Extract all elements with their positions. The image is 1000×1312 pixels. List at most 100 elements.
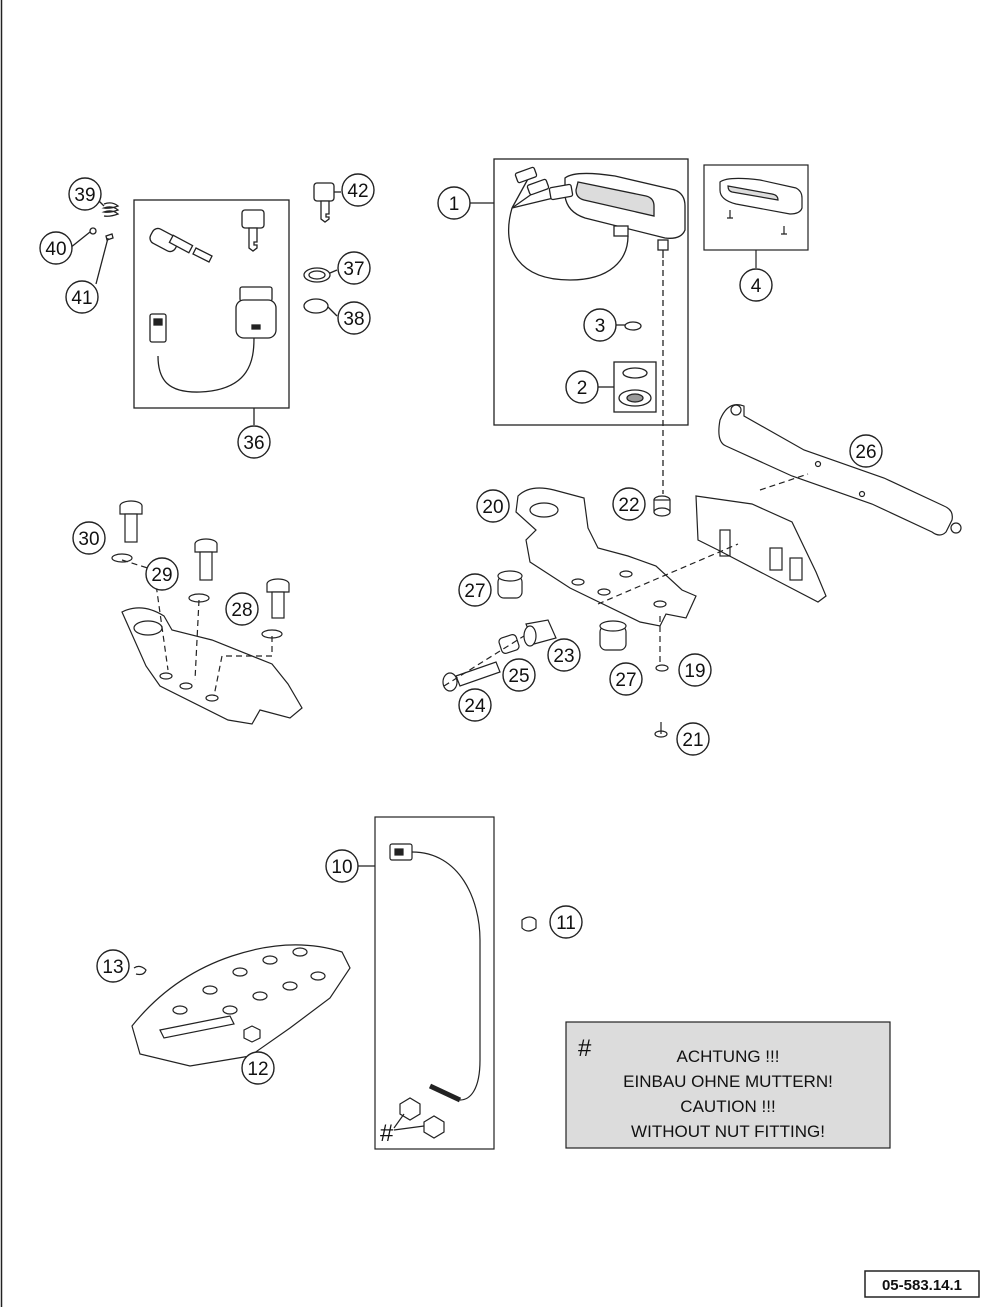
instrument-group: [470, 158, 689, 494]
callout-circle: [341, 173, 375, 207]
callout-c39: 39: [68, 177, 102, 211]
callout-label: 40: [45, 239, 66, 260]
callout-circle: [549, 905, 583, 939]
callout-c25: 25: [502, 658, 536, 692]
callout-label: 30: [78, 529, 99, 550]
bracket-plate-left: [121, 607, 303, 725]
ignition-switch: [149, 286, 277, 393]
clip-30: [111, 553, 133, 563]
callout-label: 27: [464, 581, 485, 602]
callout-c24: 24: [458, 688, 492, 722]
sensor-marker: #: [380, 1120, 394, 1147]
callout-label: 13: [102, 957, 123, 978]
callout-c11: 11: [549, 905, 583, 939]
bracket-26: [718, 404, 962, 536]
group-10-frame: [374, 816, 495, 1150]
callout-c19: 19: [678, 653, 712, 687]
callout-circle: [65, 280, 99, 314]
screw-21: [654, 722, 668, 738]
callout-c20: 20: [476, 489, 510, 523]
callout-label: 21: [682, 730, 703, 751]
group-1-frame: [493, 158, 689, 426]
callout-circle: [325, 849, 359, 883]
callout-c29: 29: [145, 557, 179, 591]
callout-circle: [72, 521, 106, 555]
callout-label: 11: [556, 913, 576, 934]
spring-39: [101, 202, 120, 217]
ring-37: [303, 267, 331, 283]
callout-label: 39: [74, 185, 95, 206]
callout-circle: [583, 308, 617, 342]
callout-c40: 40: [39, 231, 73, 265]
callout-c30: 30: [72, 521, 106, 555]
callout-label: 24: [464, 696, 486, 717]
callout-label: 42: [347, 181, 368, 202]
bolt-24: [442, 661, 501, 692]
clip-11: [521, 916, 537, 932]
callout-circle: [241, 1051, 275, 1085]
callout-label: 41: [71, 288, 92, 309]
speedometer: [564, 172, 686, 258]
key-42: [313, 182, 335, 223]
note-line-2: EINBAU OHNE MUTTERN!: [623, 1072, 833, 1091]
callout-c10: 10: [325, 849, 359, 883]
callout-label: 27: [615, 670, 636, 691]
buffer-27-left: [497, 570, 523, 599]
note-line-4: WITHOUT NUT FITTING!: [631, 1122, 825, 1141]
note-symbol: #: [578, 1035, 592, 1062]
callout-label: 38: [343, 309, 364, 330]
callout-circle: [337, 301, 371, 335]
callout-c42: 42: [341, 173, 375, 207]
connector-c: [548, 183, 574, 201]
buffer-27-right: [599, 620, 627, 651]
reference-box: 05-583.14.1: [864, 1270, 980, 1298]
lock-cylinder: [149, 227, 213, 263]
callout-layer: 1234101112131920212223242526272728293036…: [39, 173, 883, 1085]
bolt-30: [119, 500, 143, 543]
callout-circle: [502, 658, 536, 692]
callout-circle: [565, 370, 599, 404]
callout-c12: 12: [241, 1051, 275, 1085]
callout-label: 10: [331, 857, 352, 878]
callout-label: 23: [553, 646, 574, 667]
callout-label: 2: [577, 378, 588, 399]
bracket-bolts-group: [111, 500, 303, 725]
grommet-22: [653, 495, 671, 517]
callout-c28: 28: [225, 592, 259, 626]
callout-label: 36: [243, 433, 264, 454]
mount-group: [442, 404, 962, 738]
callout-label: 3: [595, 316, 606, 337]
callout-circle: [68, 177, 102, 211]
part-3: [624, 321, 642, 331]
speed-sensor: [389, 843, 481, 1103]
callout-label: 12: [247, 1059, 268, 1080]
callout-label: 1: [449, 194, 460, 215]
sensor-group: [131, 816, 537, 1150]
callout-c3: 3: [583, 308, 617, 342]
callout-c36: 36: [237, 425, 271, 459]
callout-c2: 2: [565, 370, 599, 404]
callout-circle: [337, 251, 371, 285]
callout-c22: 22: [612, 487, 646, 521]
callout-label: 28: [231, 600, 252, 621]
callout-circle: [437, 186, 471, 220]
callout-circle: [458, 688, 492, 722]
callout-label: 4: [751, 276, 762, 297]
callout-circle: [849, 434, 883, 468]
reference-number: 05-583.14.1: [882, 1277, 962, 1294]
callout-label: 22: [618, 495, 639, 516]
plate-behind: [695, 495, 827, 603]
washer-19: [655, 664, 669, 672]
callout-c1: 1: [437, 186, 471, 220]
callout-circle: [39, 231, 73, 265]
connector-b: [526, 178, 550, 196]
callout-c21: 21: [676, 722, 710, 756]
callout-c13: 13: [96, 949, 130, 983]
callout-circle: [676, 722, 710, 756]
bolt-29: [194, 538, 218, 581]
display-kit-group: [703, 164, 809, 268]
bushing-23: [523, 619, 557, 647]
callout-label: 19: [684, 661, 705, 682]
